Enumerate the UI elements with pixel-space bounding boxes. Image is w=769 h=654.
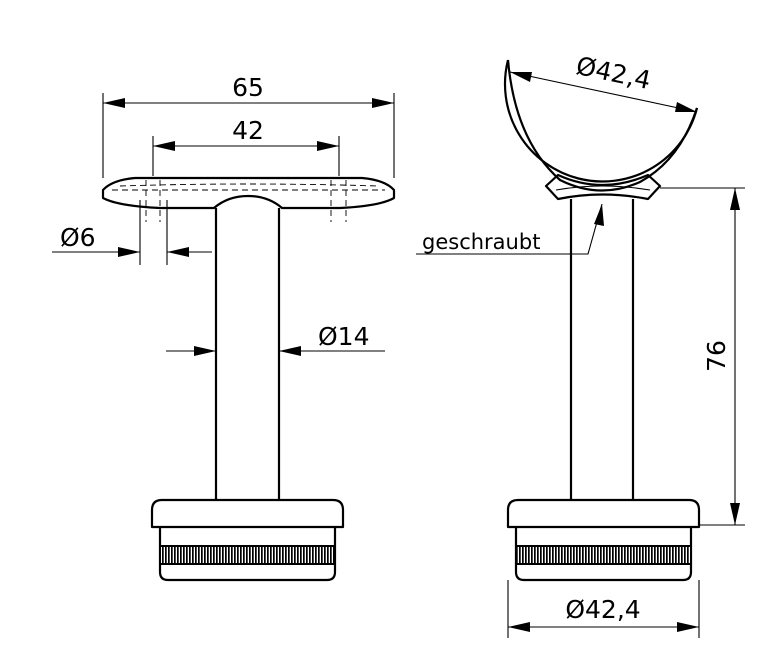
left-base-body (158, 527, 337, 582)
dim-d6: Ø6 (52, 200, 212, 265)
left-top-plate-hidden (112, 183, 385, 191)
dim-65-label: 65 (232, 73, 264, 102)
right-base-cap (506, 498, 701, 529)
left-hole-left-hidden (145, 180, 161, 222)
right-adapter-mid (555, 185, 651, 191)
dim-76: 76 (660, 187, 745, 526)
note-geschraubt: geschraubt (416, 203, 604, 255)
right-base-body (514, 527, 693, 582)
right-adapter (544, 173, 662, 201)
right-tube (569, 199, 635, 500)
dim-d6-label: Ø6 (60, 223, 96, 252)
dim-42: 42 (152, 116, 340, 176)
dim-42-label: 42 (232, 116, 264, 145)
dim-65: 65 (102, 73, 395, 178)
left-base-cap (150, 498, 345, 529)
note-geschraubt-label: geschraubt (422, 230, 540, 254)
dim-d14-label: Ø14 (318, 322, 370, 351)
left-tube (214, 208, 281, 500)
right-saddle-outline (506, 59, 699, 192)
left-hole-right-hidden (330, 180, 347, 222)
right-view: Ø42,4 76 Ø42,4 geschraubt (416, 51, 745, 638)
right-base-knurl (515, 545, 692, 565)
left-top-plate (101, 176, 396, 210)
dim-76-label: 76 (702, 340, 731, 372)
dim-d42-4-top: Ø42,4 (509, 51, 698, 113)
left-base-knurl (159, 545, 336, 565)
dim-d14: Ø14 (166, 322, 385, 356)
right-saddle (503, 59, 699, 183)
dim-d42-4-base-label: Ø42,4 (565, 595, 640, 624)
dim-d42-4-base: Ø42,4 (507, 580, 700, 638)
left-view: 65 42 Ø6 Ø14 (52, 73, 396, 582)
